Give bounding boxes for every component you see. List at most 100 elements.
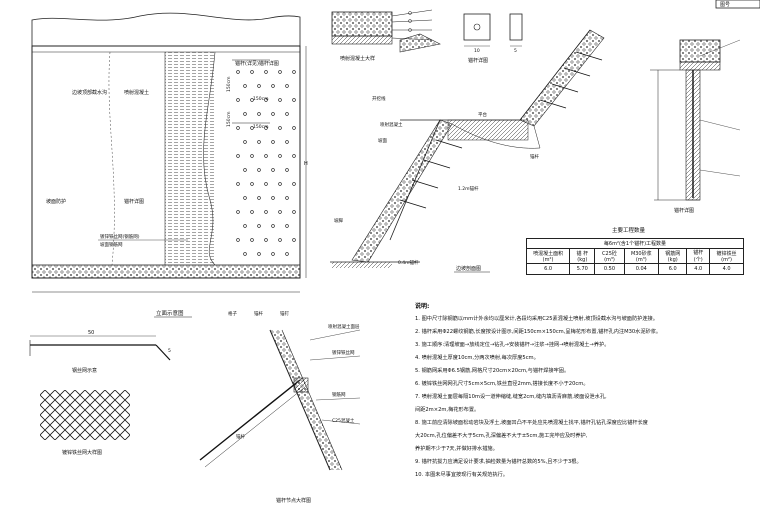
note-item: 9. 锚杆抗拔力应满足设计要求,抽检数量为锚杆总数的5%,且不少于3根。 (415, 459, 582, 465)
anchor-dot (257, 84, 261, 88)
anchor-dot (257, 224, 261, 228)
note-item: 养护期不少于7天,并做好排水措施。 (415, 446, 498, 452)
anchor-dot (264, 182, 268, 186)
q-header-3: M30砂浆 (m³) (623, 248, 660, 264)
q-header-4: 钢筋网 (kg) (658, 248, 688, 264)
anchor-dot (285, 168, 289, 172)
anchor-dot (264, 98, 268, 102)
anchor-dot (236, 154, 240, 158)
note-item: 5. 钢筋网采用Φ6.5钢筋,网格尺寸20cm×20cm,与锚杆焊接牢固。 (415, 368, 570, 374)
elevation-view: H 150cm 150cm 150cm 150cm 边坡顶部截水沟 喷射混凝土 … (31, 12, 308, 318)
joint-label-3: 镀锌铁丝网 (332, 349, 355, 356)
dim-H: H (304, 161, 308, 167)
slope-label-2: 喷射混凝土 (380, 121, 403, 128)
q-header-6: 镀锌铁丝 (m²) (709, 248, 744, 264)
wire-detail: 50 5 钢丝网示意 (29, 330, 171, 374)
slope-anchor-rod (411, 179, 439, 189)
anchor-dot (278, 70, 282, 74)
anchor-dot (285, 84, 289, 88)
anchor-dot (257, 252, 261, 256)
dim-150-c: 150cm (226, 77, 232, 92)
anchor-dot (257, 140, 261, 144)
anchor-dot (236, 70, 240, 74)
mesh-caption: 镀锌铁丝网大样图 (62, 449, 102, 456)
anchor-dot (243, 196, 247, 200)
pile-caption: 锚杆详图 (674, 207, 694, 214)
anchor-dot (271, 112, 275, 116)
q-header-0: 喷混凝土面积 (m²) (525, 248, 571, 264)
anchor-dot (285, 252, 289, 256)
anchor-dot (264, 154, 268, 158)
slope-caption: 边坡剖面图 (456, 265, 481, 272)
joint-label-2: 锚杆 (236, 433, 245, 440)
q-cell-3: 0.04 (623, 263, 660, 275)
quantities-table: 每6m²(含1个锚杆)工程数量 喷混凝土面积 (m²) 锚 杆 (kg) C25… (525, 238, 744, 275)
dim-150-b: 150cm (253, 124, 268, 130)
anchor-dot (250, 238, 254, 242)
anchor-dot (292, 98, 296, 102)
anchor-dot (264, 238, 268, 242)
legend-1: 格子 (228, 310, 237, 317)
anchor-dot (271, 140, 275, 144)
slope-label-5: 锚杆 (530, 153, 539, 160)
anchor-dot (257, 112, 261, 116)
quantities-caption: 主要工程数量 (612, 226, 646, 234)
anchor-dot (285, 196, 289, 200)
joint-label-4: 钢筋网 (332, 391, 346, 398)
anchor-dot (292, 238, 296, 242)
elev-label-7: 坡面钢筋网 (100, 241, 123, 248)
legend-2: 锚杆 (254, 310, 263, 317)
square-dim-b: 5 (514, 48, 517, 54)
q-header-2: C25砼 (m³) (594, 248, 625, 264)
slope-label-3: 坡面 (378, 137, 387, 144)
slope-label-4: 平台 (478, 111, 487, 118)
anchor-dot (292, 182, 296, 186)
note-item: 8. 施工前应清除坡面松动岩块及浮土,坡面凹凸不平处应先喷混凝土找平,锚杆孔钻孔… (415, 420, 648, 426)
anchor-dot (243, 140, 247, 144)
dim-150-d: 150cm (226, 112, 232, 127)
q-cell-2: 0.50 (594, 263, 625, 275)
note-item: 4. 喷射混凝土厚度10cm,分两次喷射,每次厚度5cm。 (415, 355, 539, 361)
q-cell-0: 6.0 (525, 263, 571, 275)
slope-anchor-rod (539, 99, 567, 109)
elev-label-3: 锚杆(详见)锚杆详图 (235, 60, 279, 67)
anchor-dot (271, 252, 275, 256)
anchor-dot (257, 196, 261, 200)
note-item: 6. 镀锌铁丝网网孔尺寸5cm×5cm,铁丝直径2mm,搭接长度不小于20cm。 (415, 381, 589, 387)
anchor-dot (292, 70, 296, 74)
wire-dim-5: 5 (168, 348, 171, 354)
anchor-dot (292, 126, 296, 130)
anchor-dot (236, 238, 240, 242)
slope-anchor-rod (563, 67, 591, 77)
anchor-dot (264, 210, 268, 214)
corner-tag: 图号 (720, 2, 730, 8)
note-item: 大20cm,孔位偏差不大于5cm,孔深偏差不大于±5cm,施工完毕应及时养护, (415, 433, 588, 439)
elevation-title: 立面示意图 (156, 309, 184, 317)
note-item: 10. 本图未尽事宜按现行有关规范执行。 (415, 472, 508, 478)
anchor-dot (243, 112, 247, 116)
anchor-dot (236, 98, 240, 102)
slope-anchor-rod (423, 159, 451, 169)
anchor-dot (271, 84, 275, 88)
elev-label-5: 锚杆详图 (124, 198, 144, 205)
note-item: 2. 锚杆采用Φ22螺纹钢筋,长度按设计图示,间距150cm×150cm,呈梅花… (415, 329, 662, 335)
slope-label-7: 坡脚 (334, 217, 343, 224)
slope-anchor-rod (399, 199, 427, 209)
wire-detail-caption: 钢丝网示意 (72, 367, 97, 374)
anchor-dot (278, 126, 282, 130)
anchor-dot (264, 70, 268, 74)
slope-anchor-rod (435, 139, 463, 149)
anchor-dot (236, 182, 240, 186)
top-caption: 喷射混凝土大样 (340, 55, 375, 62)
quantities-subtitle: 每6m²(含1个锚杆)工程数量 (526, 238, 744, 249)
note-item: 间距2m×2m,梅花形布置。 (415, 407, 480, 413)
elev-label-6: 镀锌铁丝网(钢筋网) (100, 233, 140, 240)
elev-label-4: 坡面防护 (46, 198, 66, 205)
elev-label-2: 喷射混凝土 (124, 89, 149, 96)
q-cell-1: 5.70 (569, 263, 596, 275)
anchor-caption: 锚杆详图 (468, 57, 488, 64)
q-cell-5: 4.0 (686, 263, 711, 275)
anchor-dot (264, 126, 268, 130)
anchor-dot (292, 210, 296, 214)
